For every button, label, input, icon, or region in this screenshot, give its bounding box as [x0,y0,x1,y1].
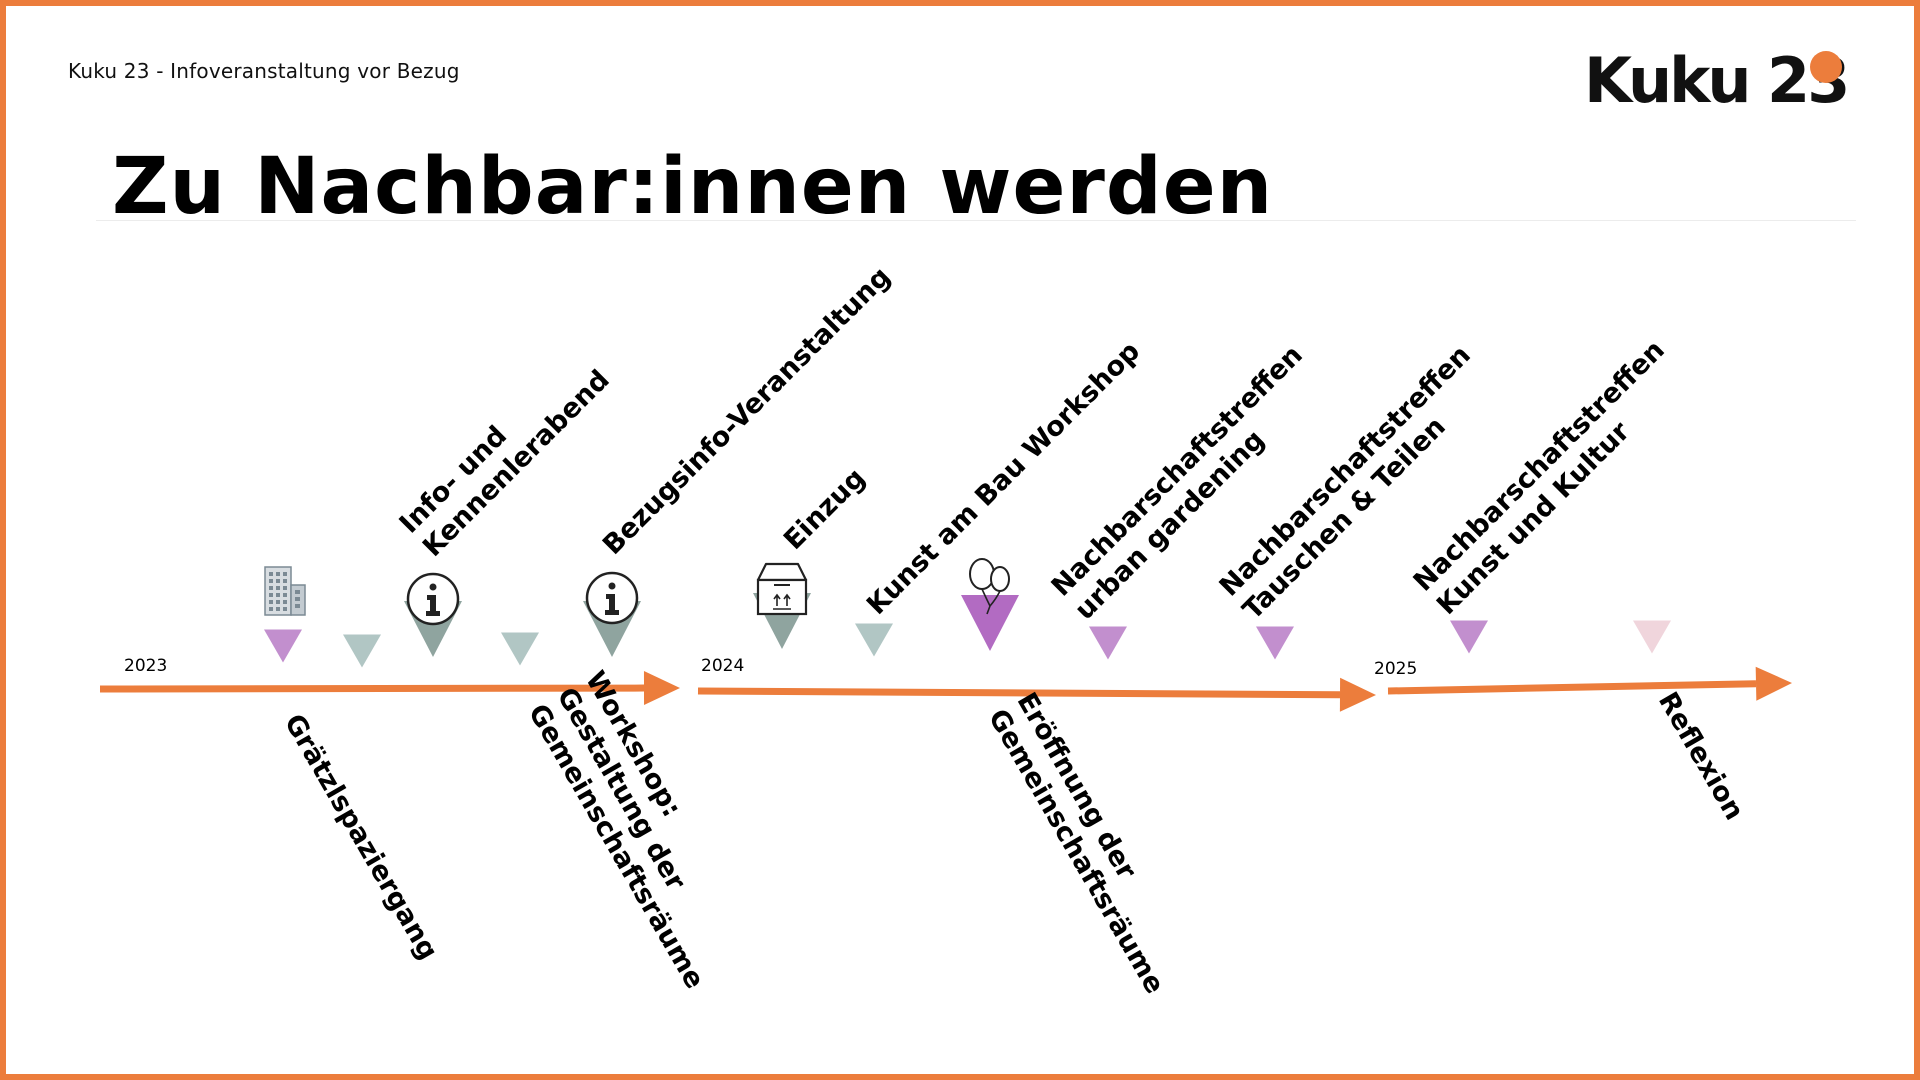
timeline-arrow-shaft [697,687,1341,699]
event-label-line: Kunst und Kultur [1431,416,1636,621]
event-label: Bezugsinfo-Veranstaltung [597,261,897,561]
header-subtitle: Kuku 23 - Infoveranstaltung vor Bezug [68,59,460,83]
event-label-line: Einzug [778,462,871,555]
timeline-diagram: 2023 2024 2025 Grätzlspaziergang Info- undK… [99,261,1792,1000]
title-divider [96,220,1856,221]
info-icon [406,572,460,626]
event-label-line: Bezugsinfo-Veranstaltung [597,261,897,561]
logo-dot-icon [1810,51,1842,83]
event-label: Einzug [778,462,871,555]
info-icon [585,571,639,625]
timeline-arrow-shaft [99,684,645,693]
balloons-icon [969,558,1010,615]
logo-text: Kuku 23 [1584,44,1850,117]
event-marker [1089,626,1127,660]
event-marker [961,595,1019,651]
year-label: 2024 [701,656,744,676]
event-label: Workshop:Gestaltung derGemeinschaftsräum… [522,666,767,994]
kuku23-logo: Kuku 23 [1584,46,1854,116]
event-label: Reflexion [1652,687,1750,825]
event-label: Grätzlspaziergang [278,709,444,965]
event-label-line: Tauschen & Teilen [1237,411,1452,626]
event-marker [501,632,539,666]
event-marker [343,634,381,668]
building-icon [264,566,306,616]
event-label-line: Grätzlspaziergang [278,709,444,965]
year-label: 2025 [1374,659,1417,679]
timeline-arrow-shaft [1387,680,1757,695]
event-label: Info- undKennenlerabend [394,341,616,563]
event-label: Eröffnung derGemeinschaftsräume [982,688,1199,1000]
year-label: 2023 [124,656,167,676]
timeline-arrowhead [643,671,680,706]
timeline-arrowhead [1755,666,1792,701]
event-label-line: Gemeinschaftsräume [982,704,1170,999]
event-marker [1633,620,1671,654]
event-marker [1450,620,1488,654]
moving-box-icon [756,562,808,616]
page-title: Zu Nachbar:innen werden [112,142,1274,232]
event-marker [1256,626,1294,660]
event-marker [855,623,893,657]
event-marker [264,629,302,663]
event-label-line: Reflexion [1652,687,1750,825]
timeline-arrowhead [1339,677,1376,712]
